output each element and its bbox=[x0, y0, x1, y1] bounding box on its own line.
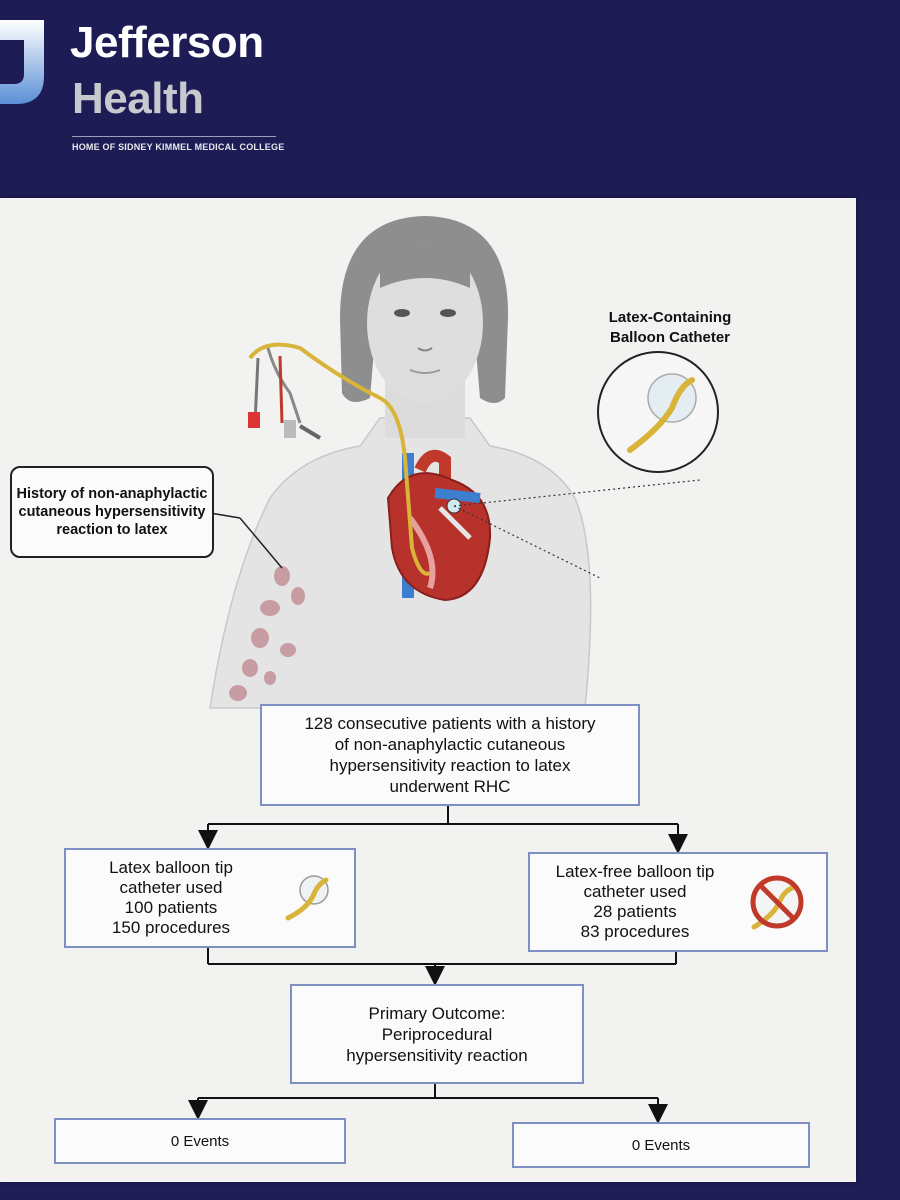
latex-box-line-3: 100 patients bbox=[124, 898, 218, 917]
face-shape bbox=[367, 243, 483, 403]
brand-divider bbox=[72, 136, 276, 137]
jefferson-logo-icon bbox=[0, 20, 44, 104]
no-latex-icon bbox=[750, 875, 804, 930]
latex-free-catheter-box: Latex-free balloon tip catheter used 28 … bbox=[528, 852, 828, 952]
cohort-line-4: underwent RHC bbox=[389, 777, 511, 796]
latex-events-box: 0 Events bbox=[54, 1118, 346, 1164]
patient-illustration bbox=[209, 216, 719, 709]
latex-free-line-1: Latex-free balloon tip bbox=[555, 862, 715, 881]
latex-balloon-icon bbox=[285, 875, 329, 921]
latex-free-line-3: 28 patients bbox=[593, 902, 677, 921]
brand-name-jefferson: Jefferson bbox=[70, 18, 264, 67]
latex-box-line-1: Latex balloon tip bbox=[109, 858, 233, 877]
header-banner: Jefferson Health HOME OF SIDNEY KIMMEL M… bbox=[0, 0, 900, 200]
cohort-line-1: 128 consecutive patients with a history bbox=[304, 714, 596, 733]
latex-free-line-2: catheter used bbox=[583, 882, 687, 901]
latex-label-line-2: Balloon Catheter bbox=[609, 329, 730, 346]
outcome-line-1: Primary Outcome: bbox=[368, 1003, 506, 1023]
cohort-box: 128 consecutive patients with a history … bbox=[260, 704, 640, 806]
cohort-line-3: hypersensitivity reaction to latex bbox=[329, 756, 571, 775]
latex-box-line-4: 150 procedures bbox=[111, 918, 231, 937]
latex-free-events-box: 0 Events bbox=[512, 1122, 810, 1168]
cohort-line-2: of non-anaphylactic cutaneous bbox=[334, 735, 566, 754]
latex-history-callout: History of non-anaphylactic cutaneous hy… bbox=[10, 466, 214, 558]
brand-tagline: HOME OF SIDNEY KIMMEL MEDICAL COLLEGE bbox=[72, 142, 285, 152]
primary-outcome-box: Primary Outcome: Periprocedural hypersen… bbox=[290, 984, 584, 1084]
catheter-line-icon bbox=[248, 342, 431, 576]
right-eye-icon bbox=[440, 309, 456, 317]
latex-box-line-2: catheter used bbox=[119, 878, 223, 897]
left-eye-icon bbox=[394, 309, 410, 317]
outcome-line-3: hypersensitivity reaction bbox=[346, 1045, 528, 1065]
rash-icon bbox=[229, 566, 305, 701]
latex-catheter-label: Latex-Containing Balloon Catheter bbox=[580, 308, 760, 348]
latex-label-line-1: Latex-Containing bbox=[608, 309, 732, 326]
outcome-line-2: Periprocedural bbox=[381, 1024, 493, 1044]
latex-free-line-4: 83 procedures bbox=[580, 922, 690, 941]
brand-name-health: Health bbox=[72, 74, 204, 123]
latex-catheter-box: Latex balloon tip catheter used 100 pati… bbox=[64, 848, 356, 948]
